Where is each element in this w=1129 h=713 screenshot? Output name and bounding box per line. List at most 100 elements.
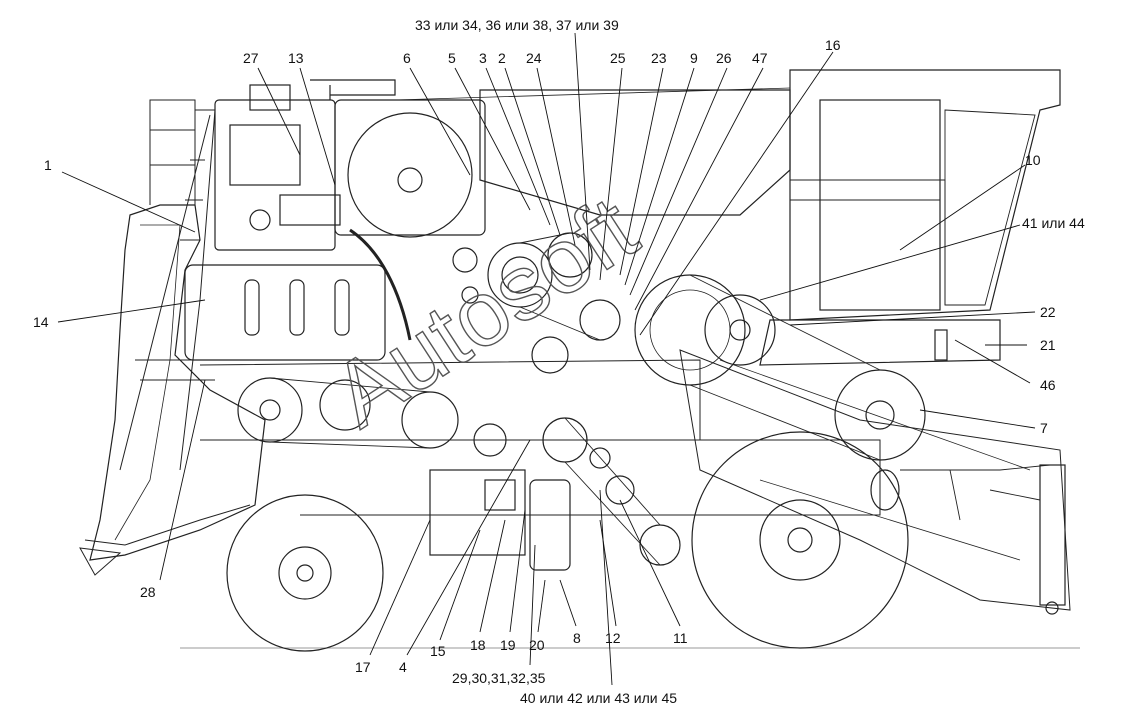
cab-mirror — [934, 329, 948, 361]
leader-23 — [619, 67, 664, 276]
final-drive — [529, 479, 571, 571]
pulley-left-2 — [319, 379, 371, 431]
label-2: 2 — [498, 50, 506, 66]
label-7: 7 — [1040, 420, 1048, 436]
leader-25 — [599, 67, 623, 281]
belt-2 — [519, 232, 601, 341]
label-18: 18 — [470, 637, 486, 653]
label-25: 25 — [610, 50, 626, 66]
rear-wheel-rim — [278, 546, 332, 600]
label-1: 1 — [44, 157, 52, 173]
label-21: 21 — [1040, 337, 1056, 353]
belt-4 — [564, 417, 661, 566]
exhaust-pipe — [310, 79, 396, 100]
air-duct — [349, 228, 412, 341]
label-24: 24 — [526, 50, 542, 66]
rear-railing — [149, 99, 196, 205]
fuel-tank-slot-3 — [334, 279, 350, 336]
label-27: 27 — [243, 50, 259, 66]
rear-chute-edge — [79, 547, 122, 576]
leader-27 — [257, 67, 301, 156]
rear-strut — [135, 359, 215, 381]
beater-hub — [729, 319, 751, 341]
leader-7 — [919, 409, 1036, 429]
engine-block — [214, 99, 336, 251]
label-17: 17 — [355, 659, 371, 675]
hydraulic-tank — [870, 469, 900, 511]
pulley-bottom-2 — [605, 475, 635, 505]
grain-tank — [479, 89, 791, 216]
label-47: 47 — [752, 50, 768, 66]
front-wheel — [691, 431, 909, 649]
leader-24 — [536, 67, 576, 246]
leader-46 — [954, 339, 1031, 384]
leader-15 — [439, 529, 481, 641]
fuel-tank — [184, 264, 386, 361]
label-11: 11 — [673, 630, 688, 646]
leader-41 — [759, 224, 1021, 301]
cab-window-front — [944, 109, 1036, 306]
labels: 33 или 34, 36 или 38, 37 или 39 1 27 13 … — [33, 17, 1085, 706]
pulley-variator-inner — [501, 256, 539, 294]
label-23: 23 — [651, 50, 667, 66]
leader-18 — [479, 519, 506, 633]
leader-40 — [599, 489, 613, 686]
leader-28 — [159, 379, 206, 581]
feeder-pivot — [1045, 601, 1059, 615]
air-intake — [249, 84, 291, 111]
cab-door — [819, 99, 941, 311]
label-5: 5 — [448, 50, 456, 66]
leader-19 — [509, 509, 526, 633]
pulley-center-4 — [589, 447, 611, 469]
leader-14 — [57, 299, 206, 323]
fuel-tank-slot-2 — [289, 279, 305, 336]
fuel-tank-slot-1 — [244, 279, 260, 336]
cleaner-housing — [334, 99, 486, 236]
feeder-housing — [679, 349, 1071, 611]
label-20: 20 — [529, 637, 545, 653]
label-8: 8 — [573, 630, 581, 646]
gearbox-cover — [484, 479, 516, 511]
leader-13 — [299, 67, 336, 186]
leader-6 — [409, 67, 471, 176]
leader-26 — [629, 67, 728, 296]
leader-17 — [369, 519, 431, 656]
engine-pulley — [249, 209, 271, 231]
cleaner-drum — [347, 112, 473, 238]
thresher-drum — [634, 274, 746, 386]
label-41-44: 41 или 44 — [1022, 215, 1085, 231]
belt-1 — [269, 377, 431, 449]
label-22: 22 — [1040, 304, 1056, 320]
label-33-34-36-38-37-39: 33 или 34, 36 или 38, 37 или 39 — [415, 17, 619, 33]
rear-wheel-hub — [296, 564, 314, 582]
gearbox — [429, 469, 526, 556]
rear-chute — [84, 504, 251, 546]
label-26: 26 — [716, 50, 732, 66]
leader-lines — [57, 32, 1036, 686]
label-40-42-43-45: 40 или 42 или 43 или 45 — [520, 690, 677, 706]
label-28: 28 — [140, 584, 156, 600]
label-10: 10 — [1025, 152, 1041, 168]
label-12: 12 — [605, 630, 621, 646]
cleaner-hub — [397, 167, 423, 193]
ladder — [119, 109, 216, 471]
leader-10 — [899, 164, 1026, 251]
front-wheel-hub — [787, 527, 813, 553]
label-19: 19 — [500, 637, 516, 653]
beater-drum — [704, 294, 776, 366]
leader-16 — [639, 51, 834, 336]
label-29-30-31-32-35: 29,30,31,32,35 — [452, 670, 546, 686]
cab-platform — [759, 319, 1001, 366]
pulley-small-1 — [452, 247, 478, 273]
pulley-lower — [531, 336, 569, 374]
leader-4 — [406, 439, 531, 656]
hydraulic-lines — [900, 464, 1051, 521]
label-3: 3 — [479, 50, 487, 66]
label-4: 4 — [399, 659, 407, 675]
rear-wheel — [226, 494, 384, 652]
leader-22 — [789, 311, 1036, 326]
label-6: 6 — [403, 50, 411, 66]
label-15: 15 — [430, 643, 446, 659]
rear-body-outline — [89, 204, 266, 561]
